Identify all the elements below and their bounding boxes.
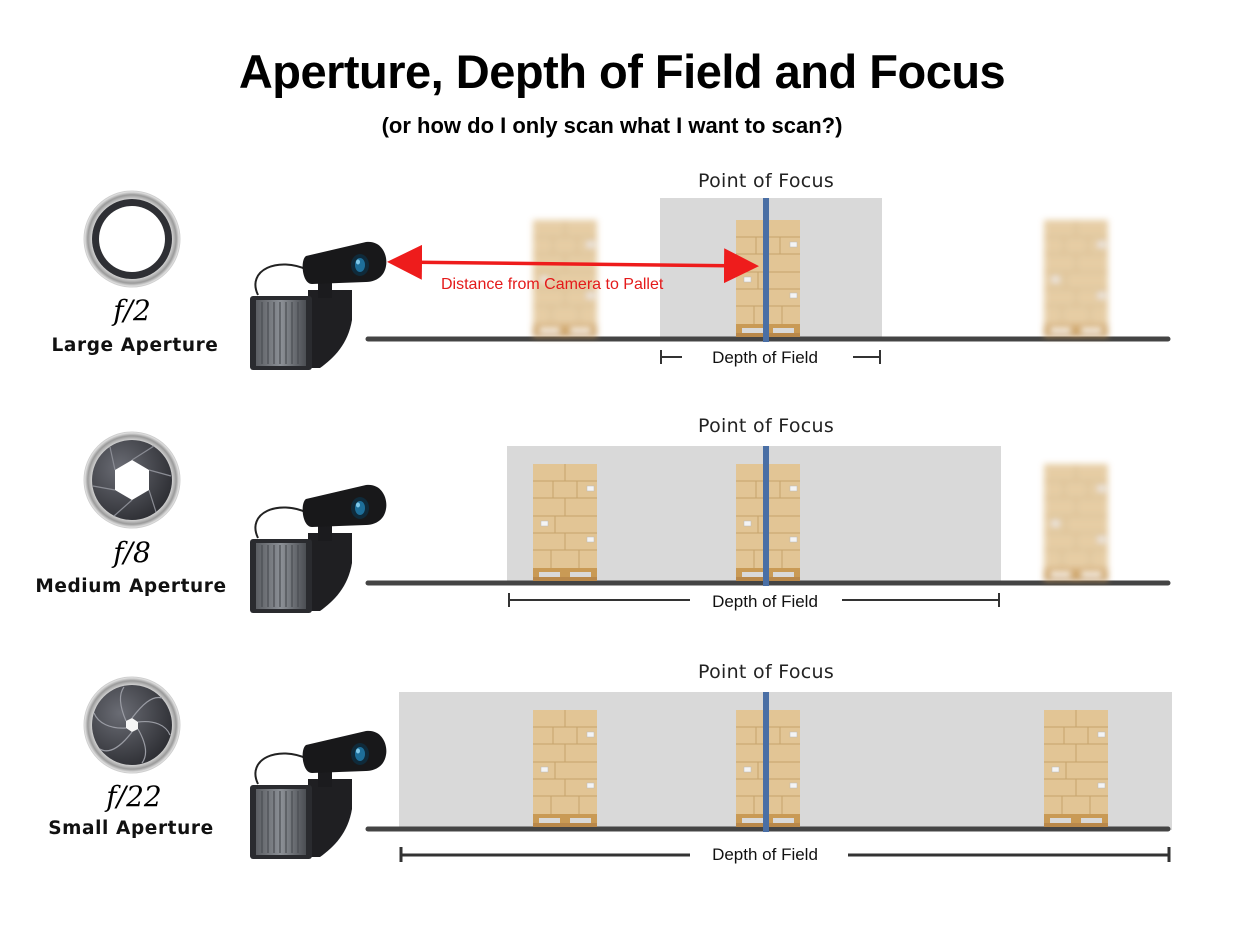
page-title: Aperture, Depth of Field and Focus [238, 45, 1006, 98]
aperture-icon [83, 676, 181, 774]
dof-bracket [399, 847, 1171, 862]
f-number: f/8 [113, 536, 151, 569]
dof-bracket [660, 350, 881, 364]
aperture-icon [83, 190, 181, 288]
point-of-focus-label: Point of Focus [698, 415, 835, 437]
depth-of-field-label: Depth of Field [712, 348, 818, 367]
point-of-focus-label: Point of Focus [698, 170, 835, 192]
f-number: f/2 [113, 294, 151, 327]
depth-of-field-label: Depth of Field [712, 592, 818, 611]
dof-bracket [508, 593, 1000, 607]
row-large-aperture [83, 190, 1171, 371]
scanner-camera-icon [249, 729, 388, 860]
point-of-focus-label: Point of Focus [698, 661, 835, 683]
f-number: f/22 [106, 780, 162, 813]
pallet-icon [1044, 710, 1108, 828]
page-subtitle: (or how do I only scan what I want to sc… [381, 113, 843, 138]
pallet-icon [533, 710, 597, 828]
depth-of-field-label: Depth of Field [712, 845, 818, 864]
pallet-icon [1044, 464, 1108, 582]
scanner-camera-icon [249, 483, 388, 614]
distance-arrow [387, 244, 759, 284]
distance-label: Distance from Camera to Pallet [441, 276, 664, 293]
row-small-aperture [83, 676, 1172, 862]
aperture-label: Medium Aperture [35, 576, 227, 597]
aperture-label: Large Aperture [51, 335, 219, 356]
aperture-label: Small Aperture [48, 818, 214, 839]
aperture-icon [83, 431, 181, 529]
scanner-camera-icon [249, 240, 388, 371]
row-medium-aperture [83, 431, 1171, 614]
pallet-icon [1044, 220, 1108, 338]
pallet-icon [533, 464, 597, 582]
